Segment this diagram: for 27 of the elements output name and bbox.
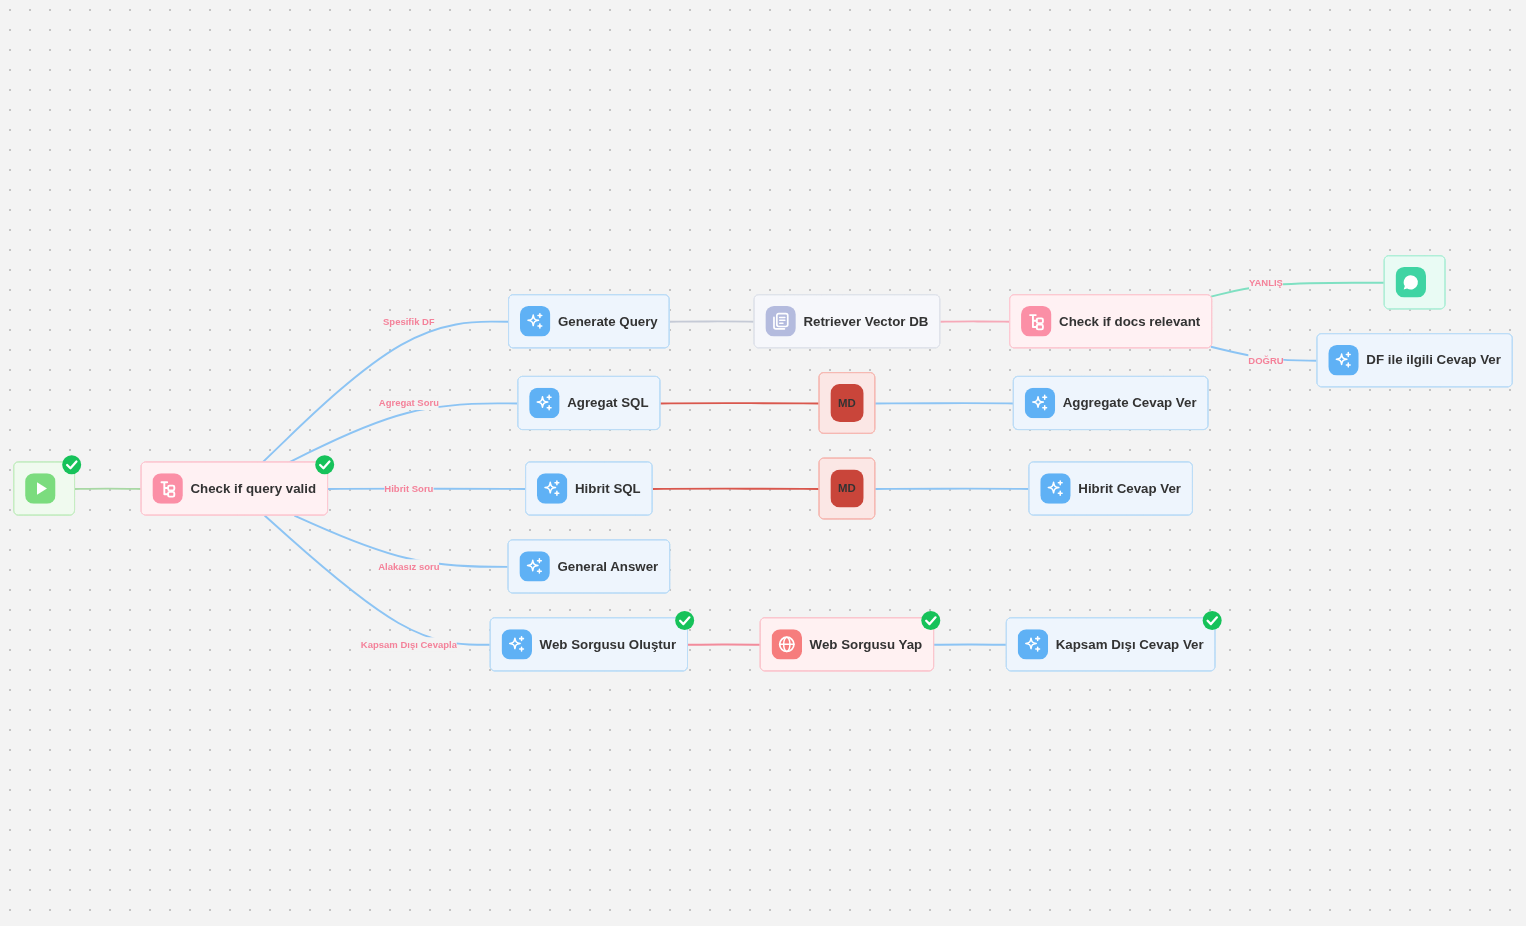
node-title: Retriever Vector DB xyxy=(803,312,929,329)
node-title: MD xyxy=(830,469,864,508)
connector-line xyxy=(668,320,756,323)
node-title: Hibrit SQL xyxy=(574,480,641,496)
node-title: Aggregate Cevap Ver xyxy=(1062,394,1197,410)
node-title: Web Sorgusu Oluştur xyxy=(539,635,677,652)
connector-line xyxy=(263,514,492,646)
node-title: Check if query valid xyxy=(190,480,317,496)
node-title: Web Sorgusu Yap xyxy=(809,635,923,652)
connector-line xyxy=(933,643,1008,646)
node-title: General Answer xyxy=(557,558,659,574)
node-title: Hibrit Cevap Ver xyxy=(1078,480,1182,496)
connector-line xyxy=(874,401,1015,405)
connector-line xyxy=(659,401,821,405)
node-title: Generate Query xyxy=(557,312,658,329)
connector-line xyxy=(687,643,762,646)
connector-line xyxy=(261,320,510,463)
node-title: DF ile ilgili Cevap Ver xyxy=(1366,351,1501,367)
connector-line xyxy=(651,487,821,490)
node-title: MD xyxy=(830,383,864,422)
node-title: Agregat SQL xyxy=(567,394,649,410)
edge-label: Alakasız soru xyxy=(378,558,440,574)
node-title: Kapsam Dışı Cevap Ver xyxy=(1055,635,1204,652)
node-title: Check if docs relevant xyxy=(1059,312,1201,329)
edge-label: DOĞRU xyxy=(1248,352,1284,367)
edge-label: Kapsam Dışı Cevapla xyxy=(360,636,457,652)
connector-line xyxy=(74,487,143,490)
